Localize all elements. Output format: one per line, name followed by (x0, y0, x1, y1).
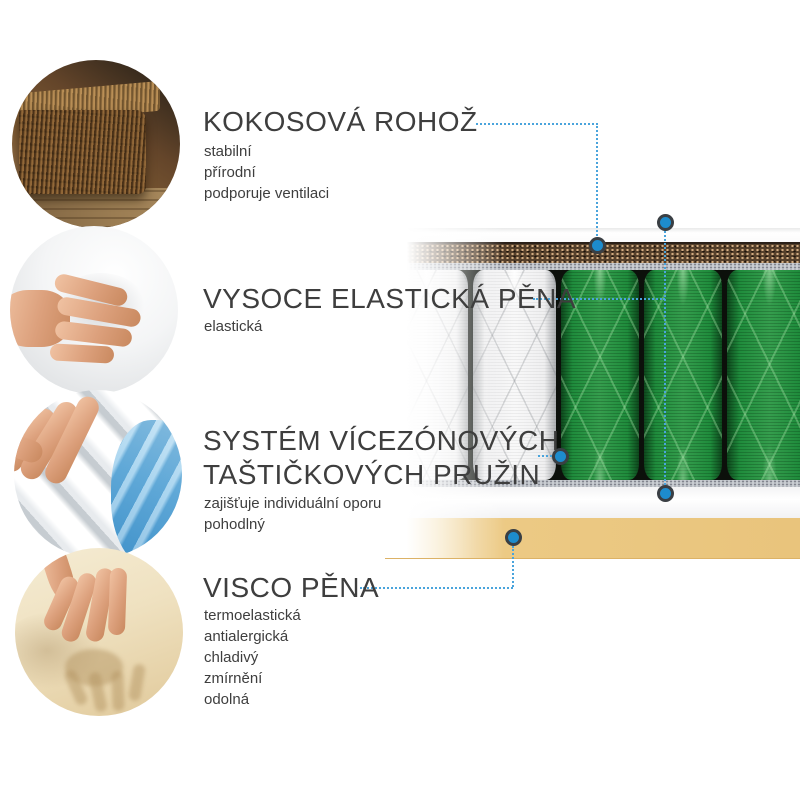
coir-block-front (18, 110, 147, 195)
feature: odolná (204, 691, 250, 708)
quilt-layer-top (385, 263, 800, 270)
green-pocket-spring (727, 270, 800, 480)
feature: elastická (204, 318, 263, 335)
finger-imprint (127, 663, 146, 702)
connector-visco-v (512, 546, 514, 587)
quilt-layer-bottom (385, 480, 800, 487)
memory-foam-photo (15, 548, 183, 716)
connector-dot-springs (552, 448, 569, 465)
visco-foam-title: VISCO PĚNA (203, 572, 380, 603)
coconut-photo (12, 60, 180, 228)
finger (49, 343, 115, 364)
connector-elastic-v (664, 228, 666, 488)
feature: pohodlný (204, 516, 265, 533)
foam-hand-photo (10, 226, 178, 394)
feature: podporuje ventilaci (204, 185, 330, 202)
coconut-title: KOKOSOVÁ ROHOŽ (203, 106, 478, 137)
connector-dot-visco (505, 529, 522, 546)
visco-foam-features: termoelastická antialergická chladivý zm… (204, 605, 301, 710)
cutaway-left-fade (385, 228, 505, 558)
finger (107, 567, 128, 636)
palm-imprint (65, 648, 123, 686)
title-line: TAŠTIČKOVÝCH PRUŽIN (203, 459, 541, 490)
pocket-springs-features: zajišťuje individuální oporu pohodlný (204, 493, 381, 535)
feature: antialergická (204, 628, 289, 645)
feature: chladivý (204, 649, 259, 666)
connector-springs-h (538, 455, 552, 457)
pocket-springs-title: SYSTÉM VÍCEZÓNOVÝCH TAŠTIČKOVÝCH PRUŽIN (203, 424, 559, 492)
coconut-features: stabilní přírodní podporuje ventilaci (204, 141, 329, 204)
feature: přírodní (204, 164, 256, 181)
feature: zmírnění (204, 670, 263, 687)
connector-coconut-v (596, 123, 598, 240)
mattress-cutaway (385, 228, 800, 559)
green-pocket-spring (561, 270, 639, 480)
connector-dot-elastic-top (657, 214, 674, 231)
feature: termoelastická (204, 607, 301, 624)
connector-dot-elastic-bottom (657, 485, 674, 502)
elastic-foam-features: elastická (204, 316, 262, 337)
elastic-foam-title: VYSOCE ELASTICKÁ PĚNA (203, 283, 577, 314)
feature: zajišťuje individuální oporu (204, 495, 382, 512)
connector-visco-h (360, 587, 513, 589)
connector-dot-coconut (589, 237, 606, 254)
finger-imprint (111, 670, 125, 712)
connector-elastic-h (533, 298, 665, 300)
pocket-springs-photo (14, 390, 182, 558)
title-line: SYSTÉM VÍCEZÓNOVÝCH (203, 425, 560, 456)
green-pocket-spring (644, 270, 722, 480)
feature: stabilní (204, 143, 252, 160)
wood-background (12, 187, 180, 228)
connector-coconut-h (476, 123, 598, 125)
blue-fabric (111, 420, 182, 558)
